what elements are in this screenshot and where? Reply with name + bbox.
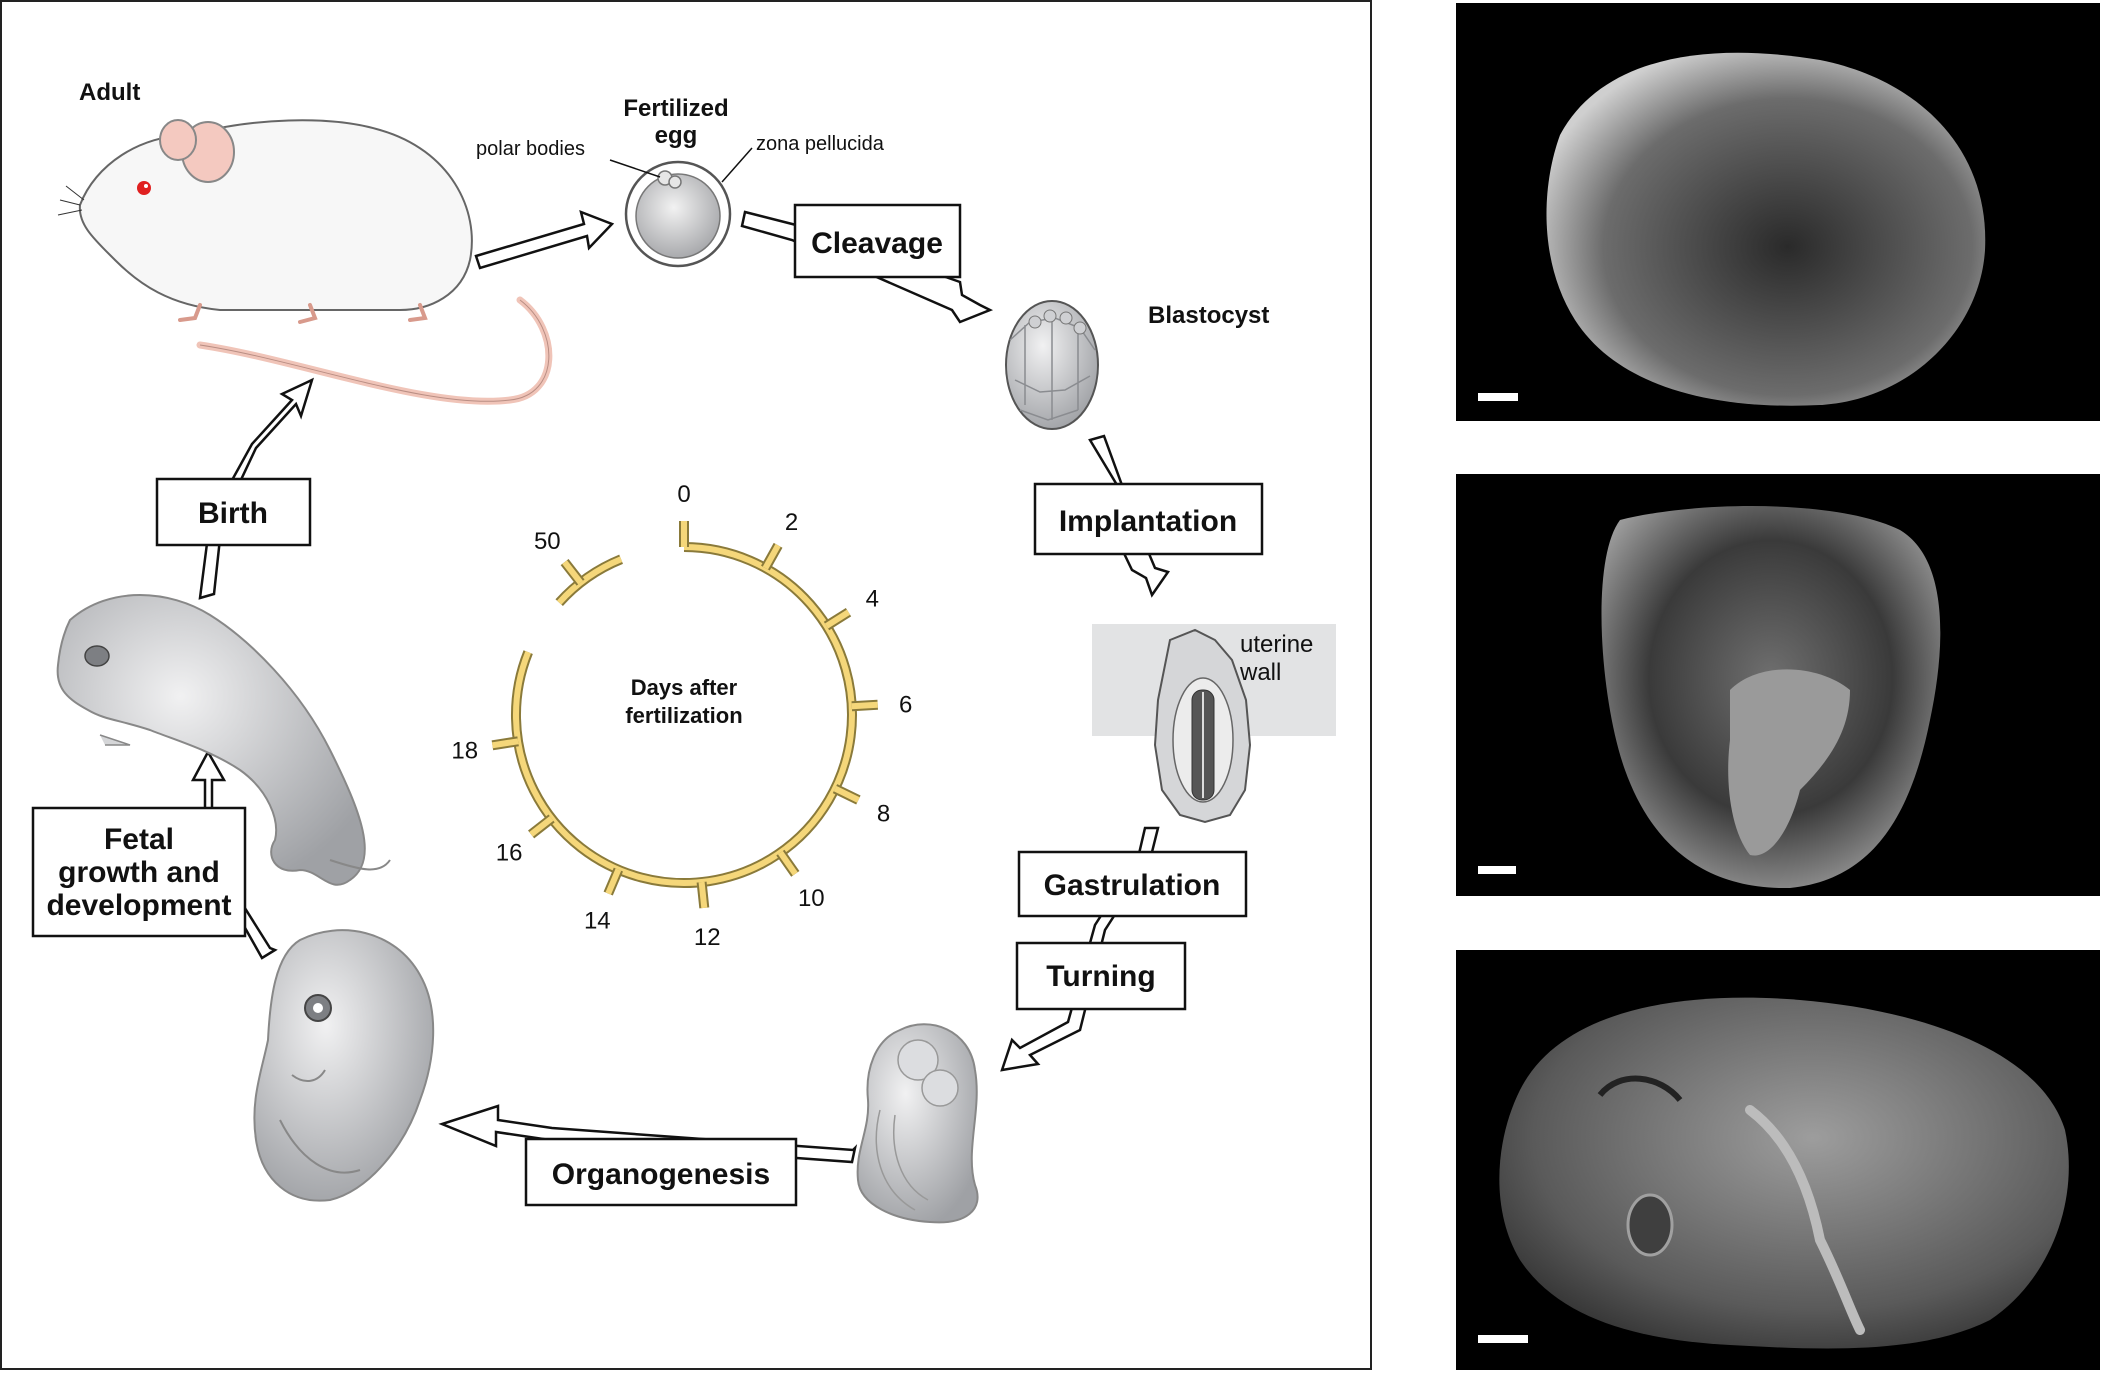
stage-fetal-line1: Fetal — [104, 823, 174, 856]
sem-photo-fetus — [1456, 950, 2100, 1370]
day-tick-6 — [851, 701, 878, 710]
day-50-segment — [556, 556, 623, 605]
stage-box-organogenesis — [524, 1137, 798, 1207]
zona-pellucida-label: zona pellucida — [756, 133, 885, 155]
center-label-line2: fertilization — [625, 703, 742, 728]
uterine-label-line1: uterine — [1240, 631, 1313, 658]
stage-box-cleavage — [793, 203, 962, 279]
day-label-16: 16 — [496, 840, 523, 867]
blastocyst-icon — [1005, 300, 1099, 430]
stage-gastrulation: Gastrulation — [1044, 869, 1221, 902]
scale-bar-1 — [1478, 393, 1518, 401]
zona-leader — [721, 147, 753, 183]
days-timeline-ring: 0 2 4 6 8 10 12 14 16 18 50 — [451, 481, 912, 951]
day-tick-18 — [491, 738, 519, 749]
sem-photo-egg — [1456, 3, 2100, 421]
stage-birth: Birth — [198, 497, 268, 530]
polar-bodies-leader — [609, 159, 661, 178]
day-label-50: 50 — [534, 528, 561, 555]
day-label-6: 6 — [899, 691, 912, 718]
day-tick-50 — [562, 560, 583, 585]
day-tick-10 — [777, 850, 798, 876]
scale-bar-3 — [1478, 1335, 1528, 1343]
day-label-12: 12 — [694, 924, 721, 951]
organogenesis-embryo-icon — [253, 929, 435, 1202]
stage-box-implantation — [1033, 482, 1264, 556]
day-tick-2 — [762, 543, 781, 570]
implanted-embryo-icon — [1153, 628, 1252, 824]
day-label-8: 8 — [877, 800, 890, 827]
center-label-line1: Days after — [631, 675, 738, 700]
day-label-10: 10 — [798, 885, 825, 912]
blastocyst-label: Blastocyst — [1148, 302, 1269, 329]
turning-embryo-icon — [856, 1023, 979, 1224]
stage-fetal-line2: growth and — [58, 856, 220, 889]
adult-mouse-icon — [57, 119, 553, 405]
uterine-label-line2: wall — [1239, 659, 1281, 686]
adult-label: Adult — [79, 79, 140, 106]
day-label-4: 4 — [866, 585, 879, 612]
day-tick-16 — [529, 816, 554, 837]
day-label-0: 0 — [677, 481, 690, 508]
stage-box-turning — [1015, 941, 1187, 1011]
stage-box-gastrulation — [1017, 850, 1248, 918]
stage-organogenesis: Organogenesis — [552, 1158, 770, 1191]
stage-box-birth — [155, 477, 312, 547]
stage-box-fetal — [31, 806, 247, 938]
polar-bodies-label: polar bodies — [476, 138, 585, 160]
fetus-icon — [56, 594, 391, 886]
fertilized-egg-label-line1: Fertilized — [623, 95, 728, 122]
stage-fetal-line3: development — [46, 889, 231, 922]
day-tick-12 — [698, 881, 708, 909]
stage-turning: Turning — [1046, 960, 1155, 993]
sem-photo-embryo — [1456, 474, 2100, 896]
day-ring-arc — [512, 544, 855, 886]
day-label-14: 14 — [584, 907, 611, 934]
adult-to-egg-arrow — [474, 209, 615, 270]
stage-implantation: Implantation — [1059, 505, 1237, 538]
day-tick-4 — [824, 609, 851, 629]
fertilized-egg-icon — [624, 160, 732, 268]
day-label-18: 18 — [451, 738, 478, 765]
day-tick-8 — [833, 785, 860, 803]
stage-cleavage: Cleavage — [811, 227, 943, 260]
day-tick-14 — [605, 868, 622, 895]
day-label-2: 2 — [785, 509, 798, 536]
fertilized-egg-label-line2: egg — [655, 122, 698, 149]
scale-bar-2 — [1478, 866, 1516, 874]
